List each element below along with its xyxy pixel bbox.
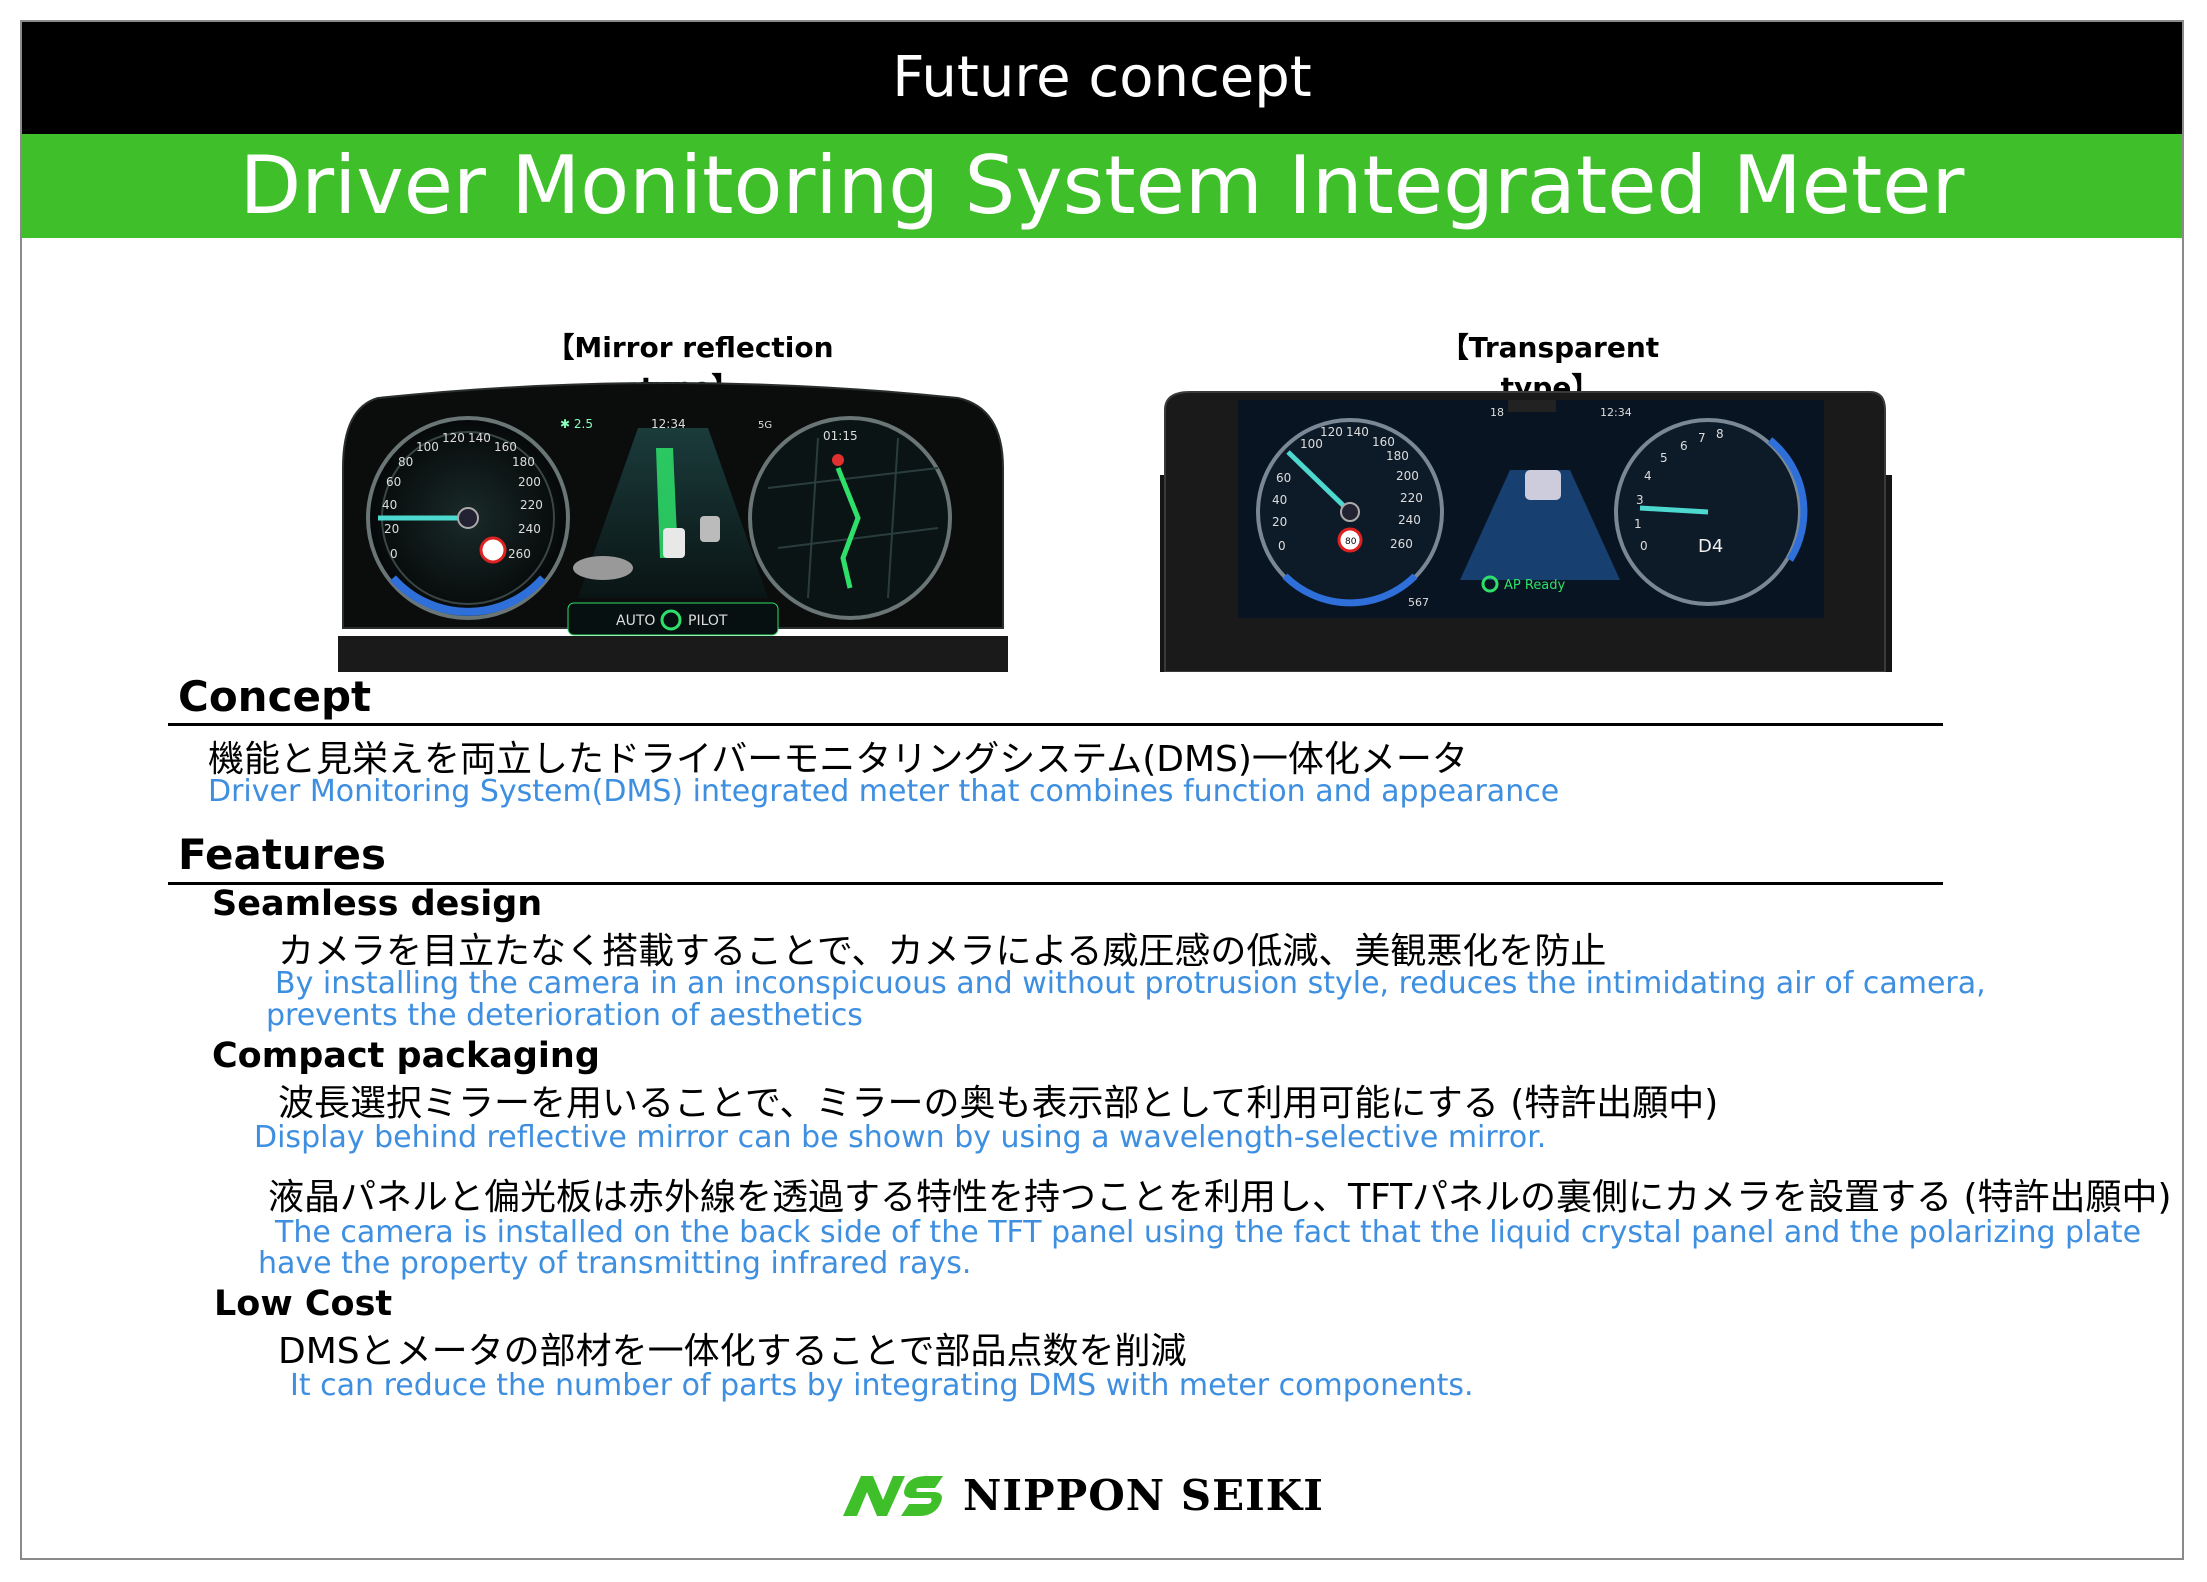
- rpm-tick-6: 6: [1680, 439, 1688, 453]
- right-tick-120: 120: [1320, 425, 1343, 439]
- seamless-en-line2: prevents the deterioration of aesthetics: [266, 998, 863, 1033]
- left-tick-240: 240: [518, 522, 541, 536]
- right-tick-60: 60: [1276, 471, 1291, 485]
- right-tick-220: 220: [1400, 491, 1423, 505]
- transparent-type-meter-image: 80 0 20 40 60 100 120 140 160 180 200 22…: [1160, 391, 1892, 672]
- right-tick-140: 140: [1346, 425, 1369, 439]
- low-cost-heading: Low Cost: [214, 1284, 393, 1324]
- seamless-design-heading: Seamless design: [212, 884, 543, 924]
- compact-en1: Display behind reflective mirror can be …: [254, 1120, 1547, 1155]
- left-tick-80: 80: [398, 455, 413, 469]
- right-tick-200: 200: [1396, 469, 1419, 483]
- features-heading: Features: [178, 830, 386, 879]
- left-tick-260: 260: [508, 547, 531, 561]
- compact-en2-line2: have the property of transmitting infrar…: [258, 1246, 972, 1281]
- concept-en: Driver Monitoring System(DMS) integrated…: [208, 774, 1560, 809]
- concept-rule: [168, 723, 1943, 726]
- left-tick-200: 200: [518, 475, 541, 489]
- right-speed-limit: 80: [1345, 537, 1357, 547]
- compact-jp2: 液晶パネルと偏光板は赤外線を透過する特性を持つことを利用し、TFTパネルの裏側に…: [268, 1177, 2172, 1218]
- rpm-tick-5: 5: [1660, 451, 1668, 465]
- ap-ready-status: AP Ready: [1504, 578, 1566, 593]
- right-tick-180: 180: [1386, 449, 1409, 463]
- rpm-tick-1: 1: [1634, 517, 1642, 531]
- mirror-reflection-meter-image: 0 20 40 60 80 100 120 140 160 180 200 22…: [338, 382, 1008, 672]
- right-tick-20: 20: [1272, 515, 1287, 529]
- left-tick-100: 100: [416, 440, 439, 454]
- lowcost-jp: DMSとメータの部材を一体化することで部品点数を削減: [278, 1331, 1187, 1372]
- right-tick-260: 260: [1390, 537, 1413, 551]
- right-time: 12:34: [1600, 406, 1632, 419]
- right-temp: 18: [1490, 406, 1504, 419]
- page-border: [20, 20, 2184, 1560]
- brand-name: NIPPON SEIKI: [963, 1471, 1324, 1520]
- lowcost-en: It can reduce the number of parts by int…: [290, 1368, 1474, 1403]
- range-readout: 567: [1408, 596, 1429, 609]
- left-temp: ✱ 2.5: [560, 417, 593, 431]
- auto-label: AUTO: [616, 613, 655, 629]
- left-tick-20: 20: [384, 522, 399, 536]
- left-tick-120: 120: [442, 431, 465, 445]
- header-future-concept: Future concept: [22, 22, 2182, 134]
- right-tick-160: 160: [1372, 435, 1395, 449]
- right-tick-40: 40: [1272, 493, 1287, 507]
- left-tick-60: 60: [386, 475, 401, 489]
- nippon-seiki-logo-mark: [843, 1476, 943, 1516]
- features-rule: [168, 882, 1943, 885]
- left-tick-180: 180: [512, 455, 535, 469]
- right-tick-100: 100: [1300, 437, 1323, 451]
- right-tick-0: 0: [1278, 539, 1286, 553]
- rpm-tick-7: 7: [1698, 431, 1706, 445]
- left-tick-140: 140: [468, 431, 491, 445]
- right-tick-240: 240: [1398, 513, 1421, 527]
- compact-en2-line1: The camera is installed on the back side…: [275, 1215, 2142, 1250]
- seamless-jp: カメラを目立たなく搭載することで、カメラによる威圧感の低減、美観悪化を防止: [278, 931, 1607, 972]
- rpm-tick-8: 8: [1716, 427, 1724, 441]
- left-tick-220: 220: [520, 498, 543, 512]
- rpm-tick-4: 4: [1644, 469, 1652, 483]
- rpm-tick-0: 0: [1640, 539, 1648, 553]
- compact-packaging-heading: Compact packaging: [212, 1036, 600, 1076]
- compact-jp1: 波長選択ミラーを用いることで、ミラーの奥も表示部として利用可能にする (特許出願…: [278, 1083, 1719, 1124]
- concept-heading: Concept: [178, 672, 372, 721]
- left-tick-40: 40: [382, 498, 397, 512]
- rpm-tick-3: 3: [1636, 493, 1644, 507]
- left-tick-160: 160: [494, 440, 517, 454]
- pilot-label: PILOT: [688, 613, 728, 629]
- left-tick-0: 0: [390, 547, 398, 561]
- left-time: 12:34: [651, 417, 686, 431]
- nav-time: 01:15: [823, 429, 858, 443]
- seamless-en-line1: By installing the camera in an inconspic…: [275, 966, 1986, 1001]
- left-signal: 5G: [758, 420, 772, 431]
- gear-indicator: D4: [1698, 536, 1723, 557]
- concept-jp: 機能と見栄えを両立したドライバーモニタリングシステム(DMS)一体化メータ: [208, 739, 1468, 780]
- header-main-title: Driver Monitoring System Integrated Mete…: [22, 134, 2182, 238]
